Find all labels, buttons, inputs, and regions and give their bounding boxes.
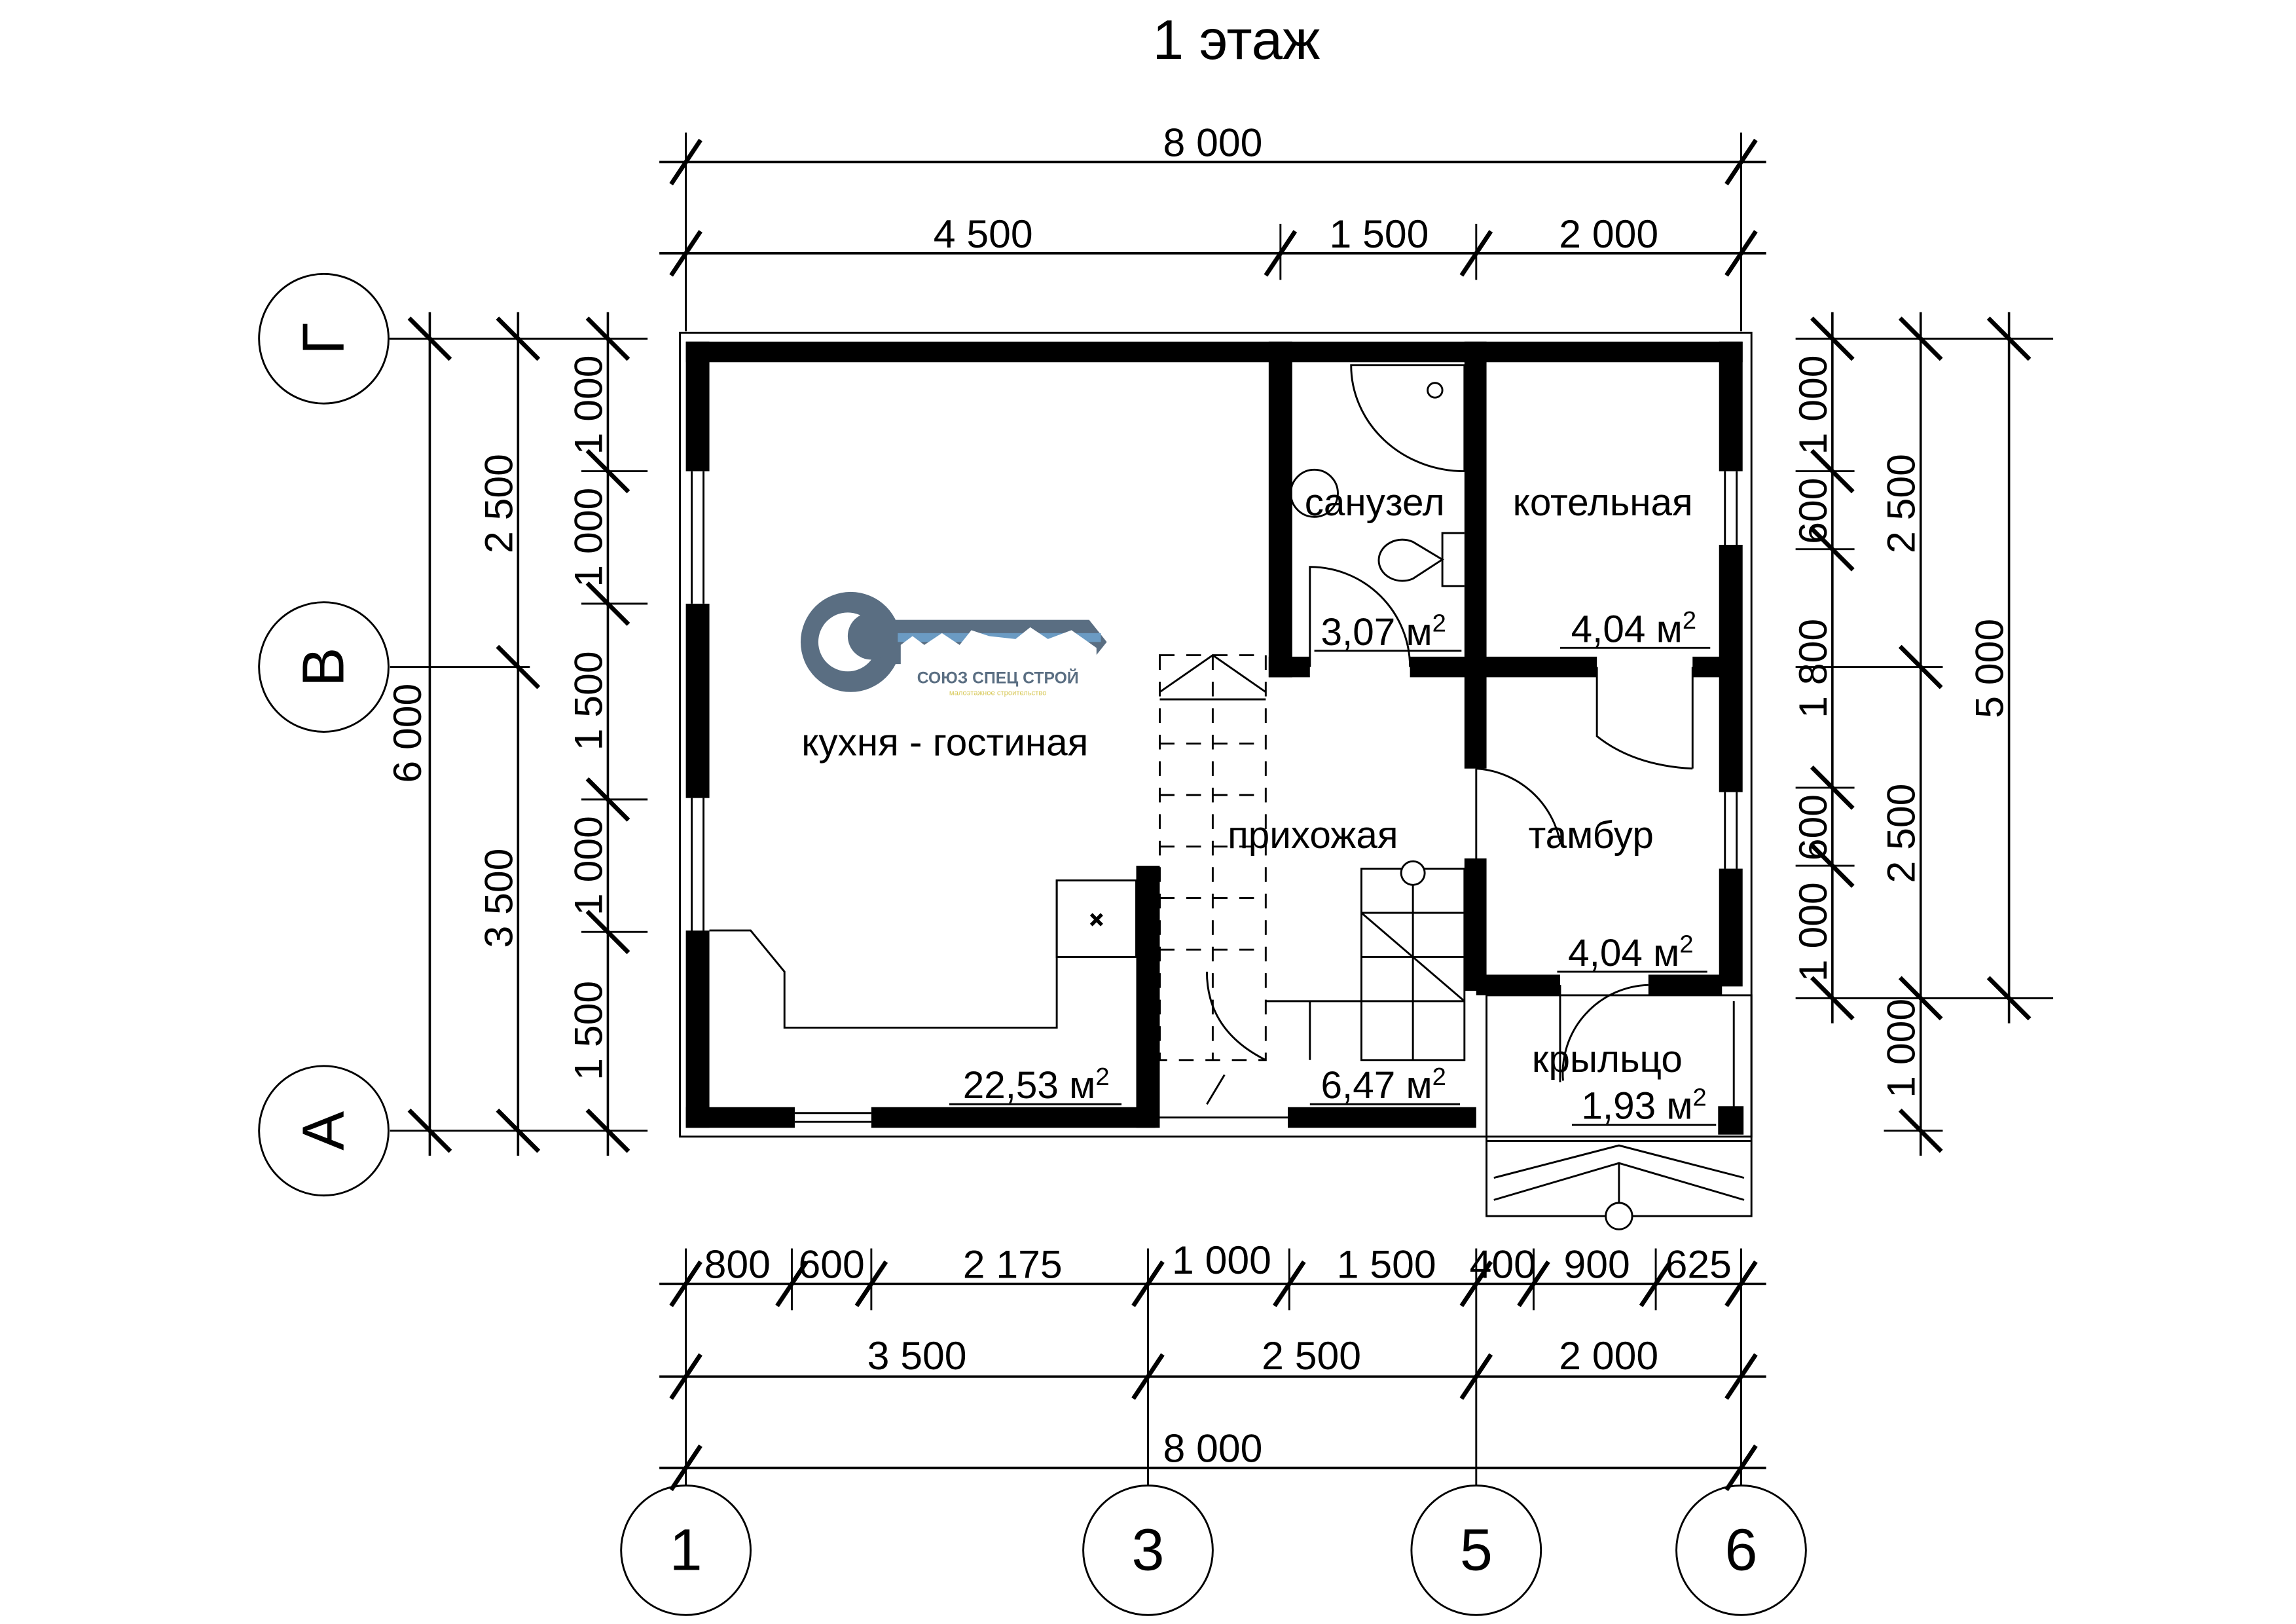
bathroom-fixtures	[1290, 364, 1466, 587]
dim-right-axis: 2 500	[1879, 784, 1923, 883]
room-area: 1,93 м2	[1581, 1083, 1706, 1127]
building: ×	[679, 331, 1753, 1230]
dim-left-detail: 1 000	[566, 488, 610, 587]
dim-right-detail: 1 000	[1791, 882, 1835, 982]
column-axis-markers: 1 3 5 6	[620, 1485, 1807, 1616]
room-area: 4,04 м2	[1568, 931, 1693, 974]
top-dimensions: 8 000 4 500 1 500 2 000	[659, 120, 1766, 332]
dim-left-axis: 3 500	[476, 849, 520, 948]
room-name: котельная	[1513, 481, 1693, 524]
svg-text:×: ×	[1089, 906, 1103, 932]
dim-right-axis: 2 500	[1879, 454, 1923, 553]
room-name: кухня - гостиная	[801, 721, 1088, 764]
room-area: 22,53 м2	[963, 1063, 1110, 1107]
dim-right-detail: 600	[1791, 478, 1835, 544]
dim-bottom-axis: 2 000	[1559, 1333, 1658, 1378]
dim-left-axis: 2 500	[476, 454, 520, 553]
dim-bottom-detail: 625	[1666, 1242, 1732, 1287]
dim-bottom-detail: 2 175	[963, 1242, 1063, 1287]
left-dimensions: 6 000 2 500 3 500 1 000 1 000 1 500 1 00…	[385, 312, 648, 1156]
room-name: тамбур	[1528, 814, 1653, 857]
room-area: 6,47 м2	[1321, 1063, 1446, 1107]
stairs	[1159, 654, 1466, 1105]
dim-left-detail: 1 000	[566, 355, 610, 454]
axis-column-label: 3	[1131, 1517, 1164, 1583]
company-logo: СОЮЗ СПЕЦ СТРОЙ малоэтажное строительств…	[800, 591, 1107, 697]
room-labels: кухня - гостиная 22,53 м2 санузел 3,07 м…	[801, 481, 1717, 1128]
dim-right-axis: 1 000	[1879, 999, 1923, 1098]
axis-row-label: Г	[291, 323, 357, 355]
room-name: крыльцо	[1532, 1038, 1683, 1080]
dim-top: 2 000	[1559, 212, 1658, 256]
dim-top-total: 8 000	[1163, 120, 1262, 164]
row-axis-markers: Г В А	[258, 272, 390, 1197]
dim-left-detail: 1 500	[566, 981, 610, 1080]
window	[691, 471, 1738, 1123]
axis-column-label: 1	[670, 1517, 702, 1583]
dim-bottom-detail: 800	[704, 1242, 771, 1287]
dim-right-detail: 1 800	[1791, 619, 1835, 718]
dim-left-detail: 1 000	[566, 816, 610, 915]
dim-right-total: 5 000	[1967, 619, 2012, 718]
dim-right-detail: 1 000	[1791, 355, 1835, 454]
dim-top: 1 500	[1330, 212, 1429, 256]
room-name: санузел	[1305, 481, 1445, 524]
dim-top: 4 500	[934, 212, 1033, 256]
right-dimensions: 1 000 600 1 800 600 1 000 2 500 2 500 1 …	[1791, 312, 2054, 1156]
axis-column-label: 6	[1724, 1517, 1757, 1583]
plan-title: 1 этаж	[1153, 9, 1321, 71]
logo-tagline: малоэтажное строительство	[949, 689, 1047, 697]
dim-right-detail: 600	[1791, 794, 1835, 860]
dim-bottom-detail: 1 500	[1337, 1242, 1436, 1287]
dim-bottom-axis: 3 500	[867, 1333, 967, 1378]
door	[1309, 566, 1694, 1082]
dim-left-total: 6 000	[385, 684, 429, 783]
bottom-dimensions: 800 600 2 175 1 000 1 500 400 900 625 3 …	[659, 1238, 1766, 1492]
axis-row-label: А	[291, 1111, 357, 1151]
dim-left-detail: 1 500	[566, 651, 610, 750]
dim-bottom-detail: 400	[1470, 1242, 1536, 1287]
room-name: прихожая	[1228, 814, 1398, 857]
dim-bottom-detail: 600	[799, 1242, 865, 1287]
dim-bottom-total: 8 000	[1163, 1426, 1262, 1471]
axis-column-label: 5	[1460, 1517, 1493, 1583]
room-area: 3,07 м2	[1321, 610, 1446, 654]
porch	[1485, 994, 1753, 1230]
dim-bottom-axis: 2 500	[1262, 1333, 1361, 1378]
dim-bottom-detail: 1 000	[1172, 1238, 1271, 1282]
dim-bottom-detail: 900	[1564, 1242, 1630, 1287]
logo-name: СОЮЗ СПЕЦ СТРОЙ	[917, 669, 1079, 687]
room-area: 4,04 м2	[1571, 606, 1696, 650]
kitchen-counter: ×	[709, 879, 1137, 1029]
axis-row-label: В	[291, 648, 357, 687]
